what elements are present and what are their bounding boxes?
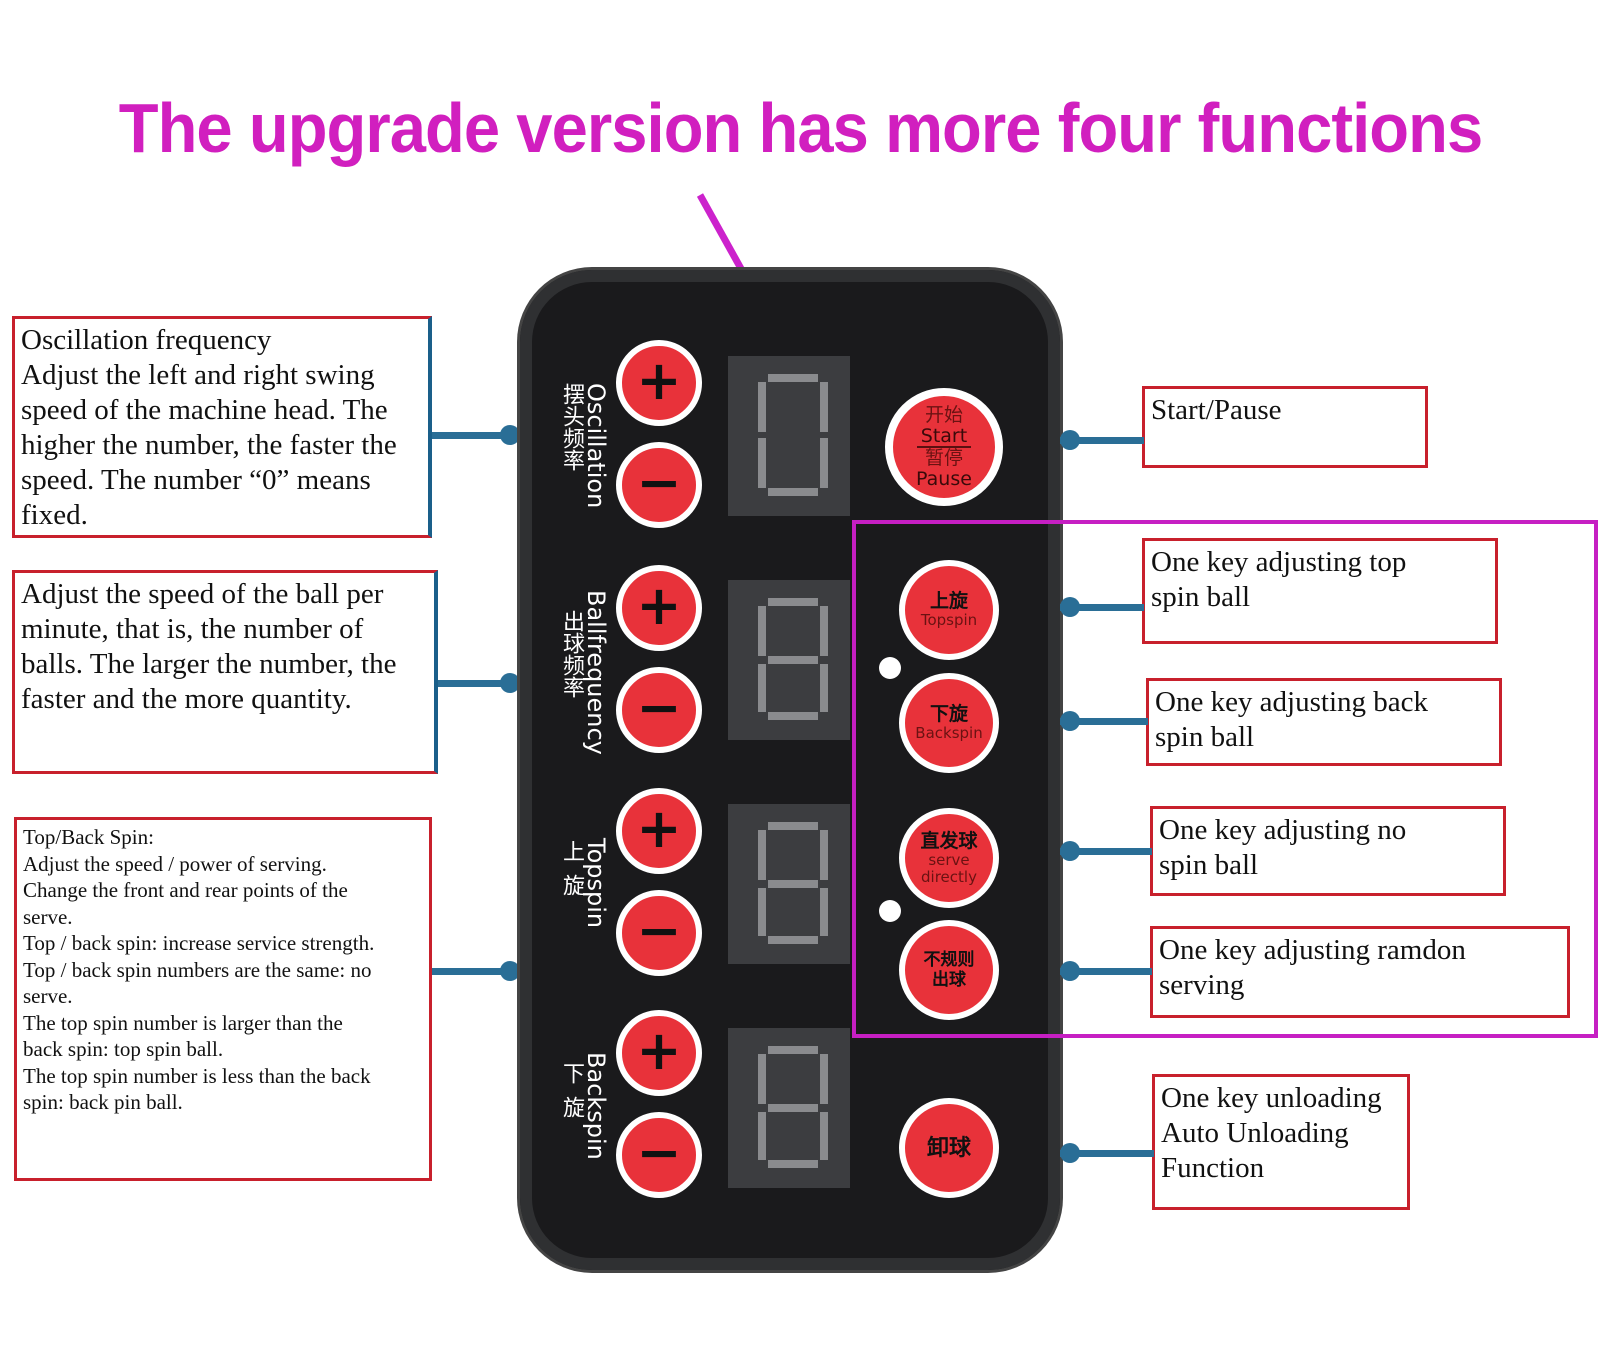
backspin-plus-button[interactable]: +: [616, 1010, 702, 1096]
topspin-display: [728, 804, 850, 964]
random-serve-button[interactable]: 不规则出球: [899, 920, 999, 1020]
connector-nub: [1060, 597, 1080, 617]
oscillation-label-en: Oscillation: [582, 383, 610, 509]
connector-oscillation: [432, 432, 522, 439]
oscillation-label: 摆头频率: [555, 383, 587, 471]
annotation-spin: Top/Back Spin: Adjust the speed / power …: [14, 817, 432, 1181]
backspin-button[interactable]: 下旋 Backspin: [899, 673, 999, 773]
upgrade-functions-box: [852, 520, 1598, 1038]
topspin-button-cn: 上旋: [929, 590, 968, 612]
ballfrequency-label-en: Ballfrequency: [582, 590, 610, 755]
topspin-minus-button[interactable]: −: [616, 890, 702, 976]
seven-segment-digit: [758, 1046, 828, 1168]
connector-nub: [1060, 430, 1080, 450]
connector-start-pause: [1060, 437, 1144, 444]
start-cn-label: 开始: [924, 404, 963, 426]
connector-spin: [432, 968, 522, 975]
oscillation-display: [728, 356, 850, 516]
backspin-button-en: Backspin: [915, 724, 983, 742]
connector-backspin: [1060, 718, 1148, 725]
oscillation-plus-button[interactable]: +: [616, 340, 702, 426]
connector-ball-frequency: [438, 680, 522, 687]
annotation-no-spin: One key adjusting no spin ball: [1150, 806, 1506, 896]
annotation-ball-frequency: Adjust the speed of the ball per minute,…: [12, 570, 438, 774]
ballfrequency-label-cn: 出球频率: [559, 610, 584, 698]
headline: The upgrade version has more four functi…: [118, 89, 1483, 167]
connector-unload: [1060, 1150, 1154, 1157]
topspin-button-en: Topspin: [920, 611, 978, 629]
backspin-display: [728, 1028, 850, 1188]
indicator-dot: [879, 657, 901, 679]
unload-button-cn: 卸球: [926, 1135, 971, 1161]
random-serve-button-cn: 不规则出球: [923, 950, 975, 990]
ballfrequency-display: [728, 580, 850, 740]
annotation-topspin: One key adjusting top spin ball: [1142, 538, 1498, 644]
backspin-button-cn: 下旋: [929, 703, 968, 725]
annotation-random: One key adjusting ramdon serving: [1150, 926, 1570, 1018]
topspin-button[interactable]: 上旋 Topspin: [899, 560, 999, 660]
annotation-unload: One key unloading Auto Unloading Functio…: [1152, 1074, 1410, 1210]
serve-directly-button[interactable]: 直发球 serve directly: [899, 808, 999, 908]
serve-directly-button-cn: 直发球: [920, 829, 978, 852]
connector-nub: [500, 961, 520, 981]
indicator-dot: [879, 900, 901, 922]
connector-nub: [1060, 961, 1080, 981]
connector-nub: [500, 673, 520, 693]
unload-button[interactable]: 卸球: [899, 1098, 999, 1198]
start-en-label: Start: [916, 426, 972, 448]
topspin-plus-button[interactable]: +: [616, 788, 702, 874]
connector-nub: [1060, 841, 1080, 861]
oscillation-label-cn: 摆头频率: [559, 383, 584, 471]
connector-random: [1060, 968, 1152, 975]
pause-en-label: Pause: [916, 468, 972, 490]
connector-nub: [500, 425, 520, 445]
connector-nub: [1060, 711, 1080, 731]
backspin-label-cn: 下旋: [559, 1062, 584, 1130]
serve-directly-button-en: serve directly: [921, 850, 977, 886]
seven-segment-digit: [758, 598, 828, 720]
ballfrequency-plus-button[interactable]: +: [616, 565, 702, 651]
backspin-minus-button[interactable]: −: [616, 1112, 702, 1198]
ballfrequency-minus-button[interactable]: −: [616, 667, 702, 753]
seven-segment-digit: [758, 374, 828, 496]
topspin-label-cn: 上旋: [559, 840, 584, 908]
annotation-start-pause: Start/Pause: [1142, 386, 1428, 468]
backspin-label-en: Backspin: [582, 1052, 610, 1160]
oscillation-minus-button[interactable]: −: [616, 442, 702, 528]
connector-topspin: [1060, 604, 1144, 611]
connector-nub: [1060, 1143, 1080, 1163]
topspin-label-en: Topspin: [582, 838, 610, 929]
seven-segment-digit: [758, 822, 828, 944]
annotation-oscillation: Oscillation frequency Adjust the left an…: [12, 316, 432, 538]
connector-no-spin: [1060, 848, 1152, 855]
pause-cn-label: 暂停: [924, 447, 963, 469]
start-pause-button[interactable]: 开始 Start 暂停 Pause: [885, 388, 1003, 506]
annotation-backspin: One key adjusting back spin ball: [1146, 678, 1502, 766]
